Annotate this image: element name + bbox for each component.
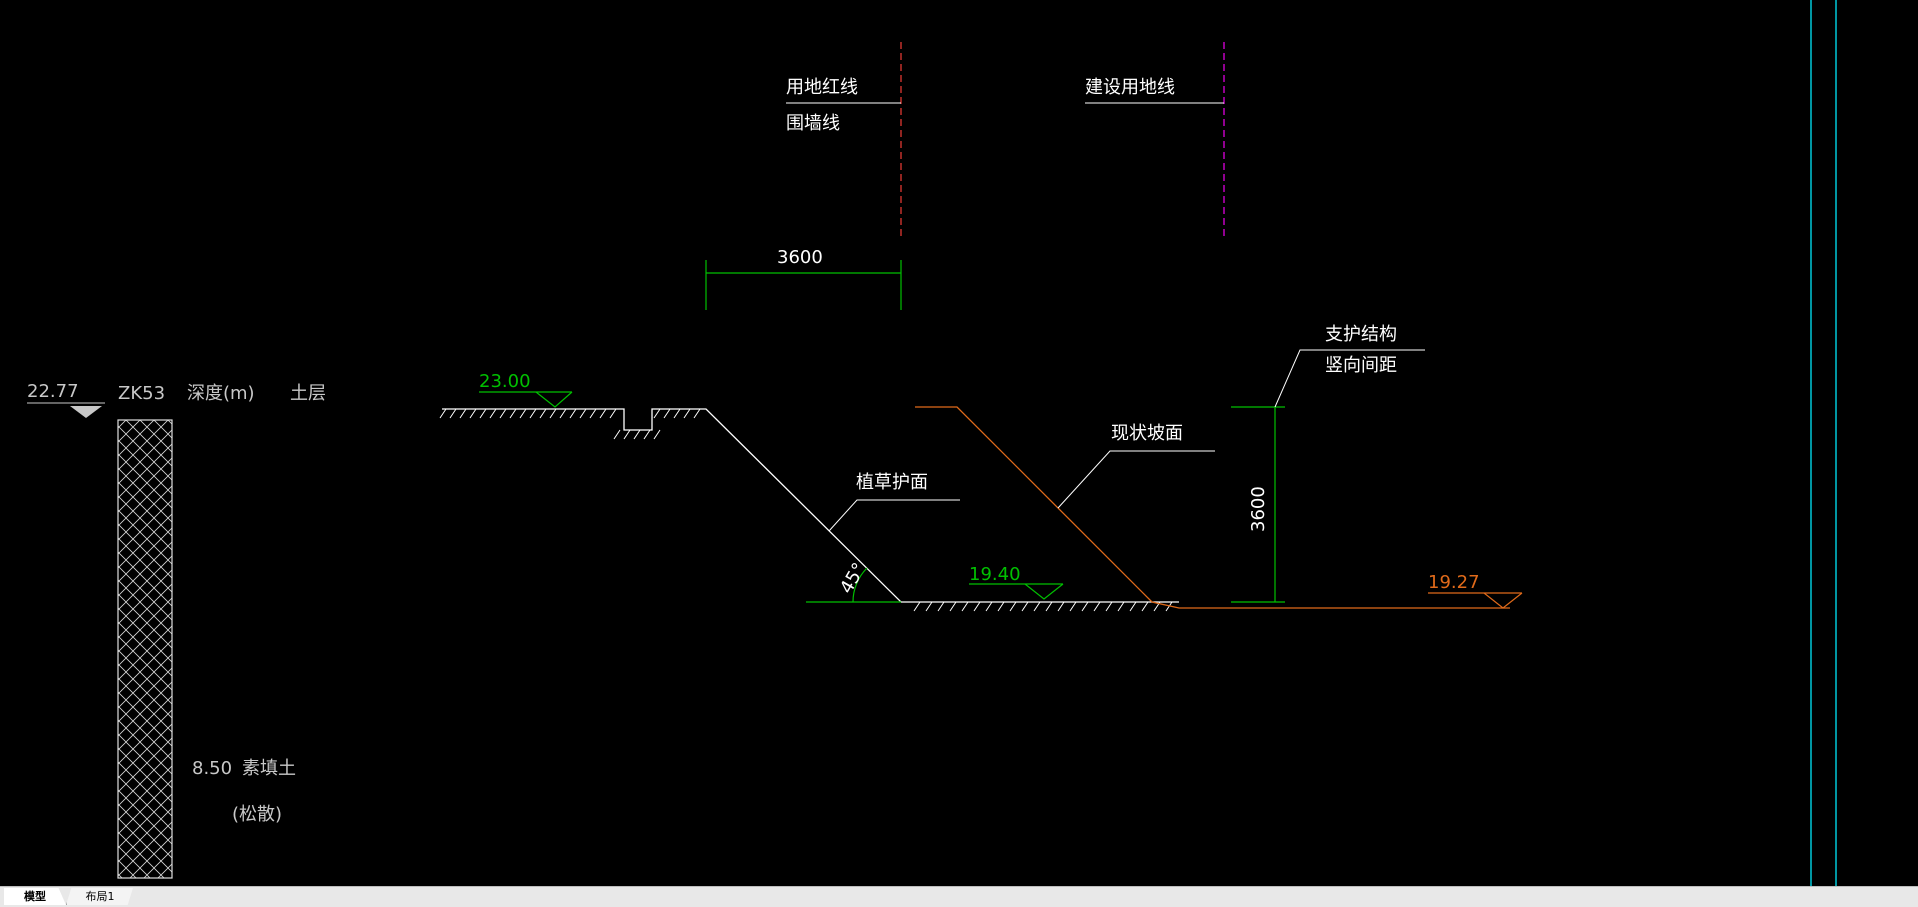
borehole-id: ZK53 xyxy=(118,383,165,404)
support-label-1: 支护结构 xyxy=(1325,324,1397,345)
right-elevation: 19.27 xyxy=(1428,572,1523,609)
borehole-elevation: 22.77 xyxy=(27,381,79,402)
viewport-border xyxy=(1810,0,1837,886)
top-elevation: 23.00 xyxy=(479,371,573,408)
soil-header: 土层 xyxy=(290,383,326,404)
layer-name: 素填土 xyxy=(242,758,296,779)
borehole-column xyxy=(117,419,173,879)
slope-face-callout: 植草护面 xyxy=(828,472,960,532)
support-label-2: 竖向间距 xyxy=(1325,355,1397,376)
layout-tab-bar: 模型 布局1 xyxy=(0,886,1918,907)
slope-profile-line xyxy=(442,408,1179,603)
existing-slope-leader xyxy=(1057,450,1215,509)
support-structure: 3600 支护结构 竖向间距 xyxy=(1231,324,1425,603)
angle-arc xyxy=(852,567,868,603)
wall-label: 围墙线 xyxy=(786,113,840,134)
bottom-elevation: 19.40 xyxy=(969,564,1064,600)
tab-model[interactable]: 模型 xyxy=(4,888,66,905)
right-elevation-value: 19.27 xyxy=(1428,572,1480,593)
cad-drawing-canvas[interactable]: 22.77 ZK53 深度(m) 土层 8.50 素填土 (松散) 用地红线 围… xyxy=(0,0,1918,886)
tab-layout1[interactable]: 布局1 xyxy=(66,888,133,905)
top-elevation-marker xyxy=(535,391,573,408)
support-leader xyxy=(1274,349,1425,408)
depth-header: 深度(m) xyxy=(187,383,255,404)
existing-slope: 现状坡面 xyxy=(915,406,1510,609)
dim-text-horizontal: 3600 xyxy=(777,247,823,268)
borehole-log: 22.77 ZK53 深度(m) 土层 8.50 素填土 (松散) xyxy=(27,381,326,879)
angle-label: 45° xyxy=(836,559,870,597)
ground-profile xyxy=(439,408,1179,612)
top-ground-hatch xyxy=(439,408,701,419)
top-elevation-value: 23.00 xyxy=(479,371,531,392)
bottom-ground-hatch xyxy=(913,601,1173,612)
bottom-elevation-marker xyxy=(1024,583,1064,600)
layer-state: (松散) xyxy=(232,804,282,825)
property-lines: 用地红线 围墙线 建设用地线 xyxy=(786,42,1225,236)
slope-face-label: 植草护面 xyxy=(856,472,928,493)
existing-slope-label: 现状坡面 xyxy=(1111,423,1183,444)
existing-slope-line xyxy=(915,406,1510,609)
slope-face-leader xyxy=(828,499,960,532)
red-line-label: 用地红线 xyxy=(786,77,858,98)
layer-depth: 8.50 xyxy=(192,758,232,779)
right-elevation-marker xyxy=(1483,592,1523,609)
ditch-hatch xyxy=(613,429,661,440)
bottom-elevation-value: 19.40 xyxy=(969,564,1021,585)
construction-line-label: 建设用地线 xyxy=(1085,77,1175,98)
angle-annotation: 45° xyxy=(806,559,901,603)
dim-text-vertical: 3600 xyxy=(1248,486,1269,532)
horizontal-dimension: 3600 xyxy=(705,247,902,310)
borehole-elevation-marker xyxy=(70,406,102,418)
